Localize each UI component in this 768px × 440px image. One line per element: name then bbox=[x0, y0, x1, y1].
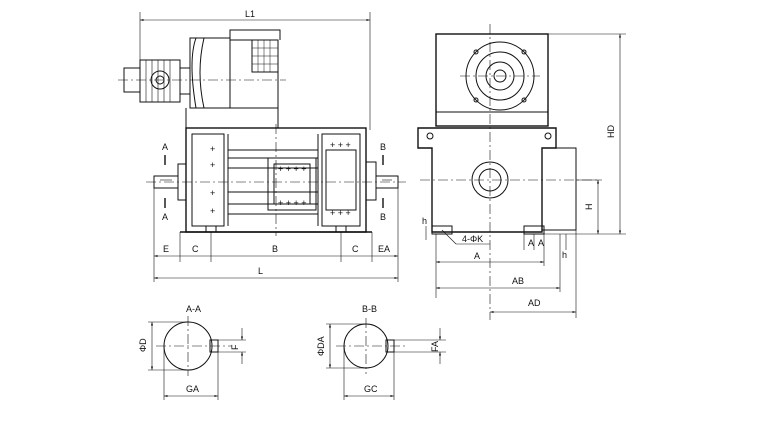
blower-fan-motor bbox=[118, 29, 286, 128]
dimension-hd: HD bbox=[544, 33, 626, 235]
section-b-bottom: B bbox=[380, 212, 386, 222]
svg-text:+ + + +: + + + + bbox=[278, 164, 307, 174]
section-a-a: A-A ΦD F GA bbox=[138, 304, 246, 400]
section-b-b-title: B-B bbox=[362, 304, 377, 314]
dim-label-fa: FA bbox=[430, 341, 440, 352]
section-a-top: A bbox=[162, 142, 168, 152]
dim-label-da: ΦDA bbox=[316, 336, 326, 356]
svg-text:+: + bbox=[210, 188, 215, 198]
svg-text:+ + +: + + + bbox=[330, 208, 351, 218]
dim-label-e: E bbox=[163, 244, 169, 254]
filter-grid bbox=[251, 39, 279, 73]
dim-label-a: A bbox=[474, 251, 480, 261]
dim-label-c-left: C bbox=[192, 244, 199, 254]
svg-text:+ + + +: + + + + bbox=[278, 198, 307, 208]
svg-text:+: + bbox=[210, 144, 215, 154]
end-view: HD H h h 4-ΦK A A A AB AD bbox=[417, 24, 626, 320]
dim-label-aa-right: A bbox=[538, 238, 544, 248]
section-marker-a: A A bbox=[162, 142, 168, 222]
dimension-chain-bottom: E C B C EA L bbox=[153, 188, 399, 282]
dim-label-h: H bbox=[584, 204, 594, 211]
front-view: L1 bbox=[118, 9, 406, 282]
section-b-top: B bbox=[380, 142, 386, 152]
dim-label-h-left: h bbox=[422, 216, 427, 226]
section-a-bottom: A bbox=[162, 212, 168, 222]
dim-label-gc: GC bbox=[364, 384, 378, 394]
dim-label-hd: HD bbox=[606, 125, 616, 138]
dim-label-l: L bbox=[258, 266, 263, 276]
dimension-h: H bbox=[576, 179, 602, 234]
dim-label-aa-left: A bbox=[528, 238, 534, 248]
dim-label-l1: L1 bbox=[245, 9, 255, 19]
section-marker-b: B B bbox=[380, 142, 386, 222]
dim-label-c-right: C bbox=[352, 244, 359, 254]
dim-label-b: B bbox=[272, 244, 278, 254]
svg-text:+: + bbox=[210, 206, 215, 216]
section-b-b: B-B ΦDA FA GC bbox=[316, 304, 446, 400]
dimension-l1: L1 bbox=[139, 9, 371, 130]
dim-label-ea: EA bbox=[378, 244, 390, 254]
dim-label-h-right: h bbox=[562, 250, 567, 260]
dim-label-ad: AD bbox=[528, 298, 541, 308]
motor-frame: + + + + + + + + + + + + + + + + + + bbox=[146, 124, 406, 236]
svg-text:+ + +: + + + bbox=[330, 140, 351, 150]
dim-label-d: ΦD bbox=[138, 338, 148, 352]
dim-label-f: F bbox=[230, 344, 240, 350]
svg-text:+: + bbox=[210, 160, 215, 170]
dim-label-ga: GA bbox=[186, 384, 199, 394]
section-a-a-title: A-A bbox=[186, 304, 201, 314]
hole-callout: 4-ΦK bbox=[462, 234, 483, 244]
dim-label-ab: AB bbox=[512, 276, 524, 286]
